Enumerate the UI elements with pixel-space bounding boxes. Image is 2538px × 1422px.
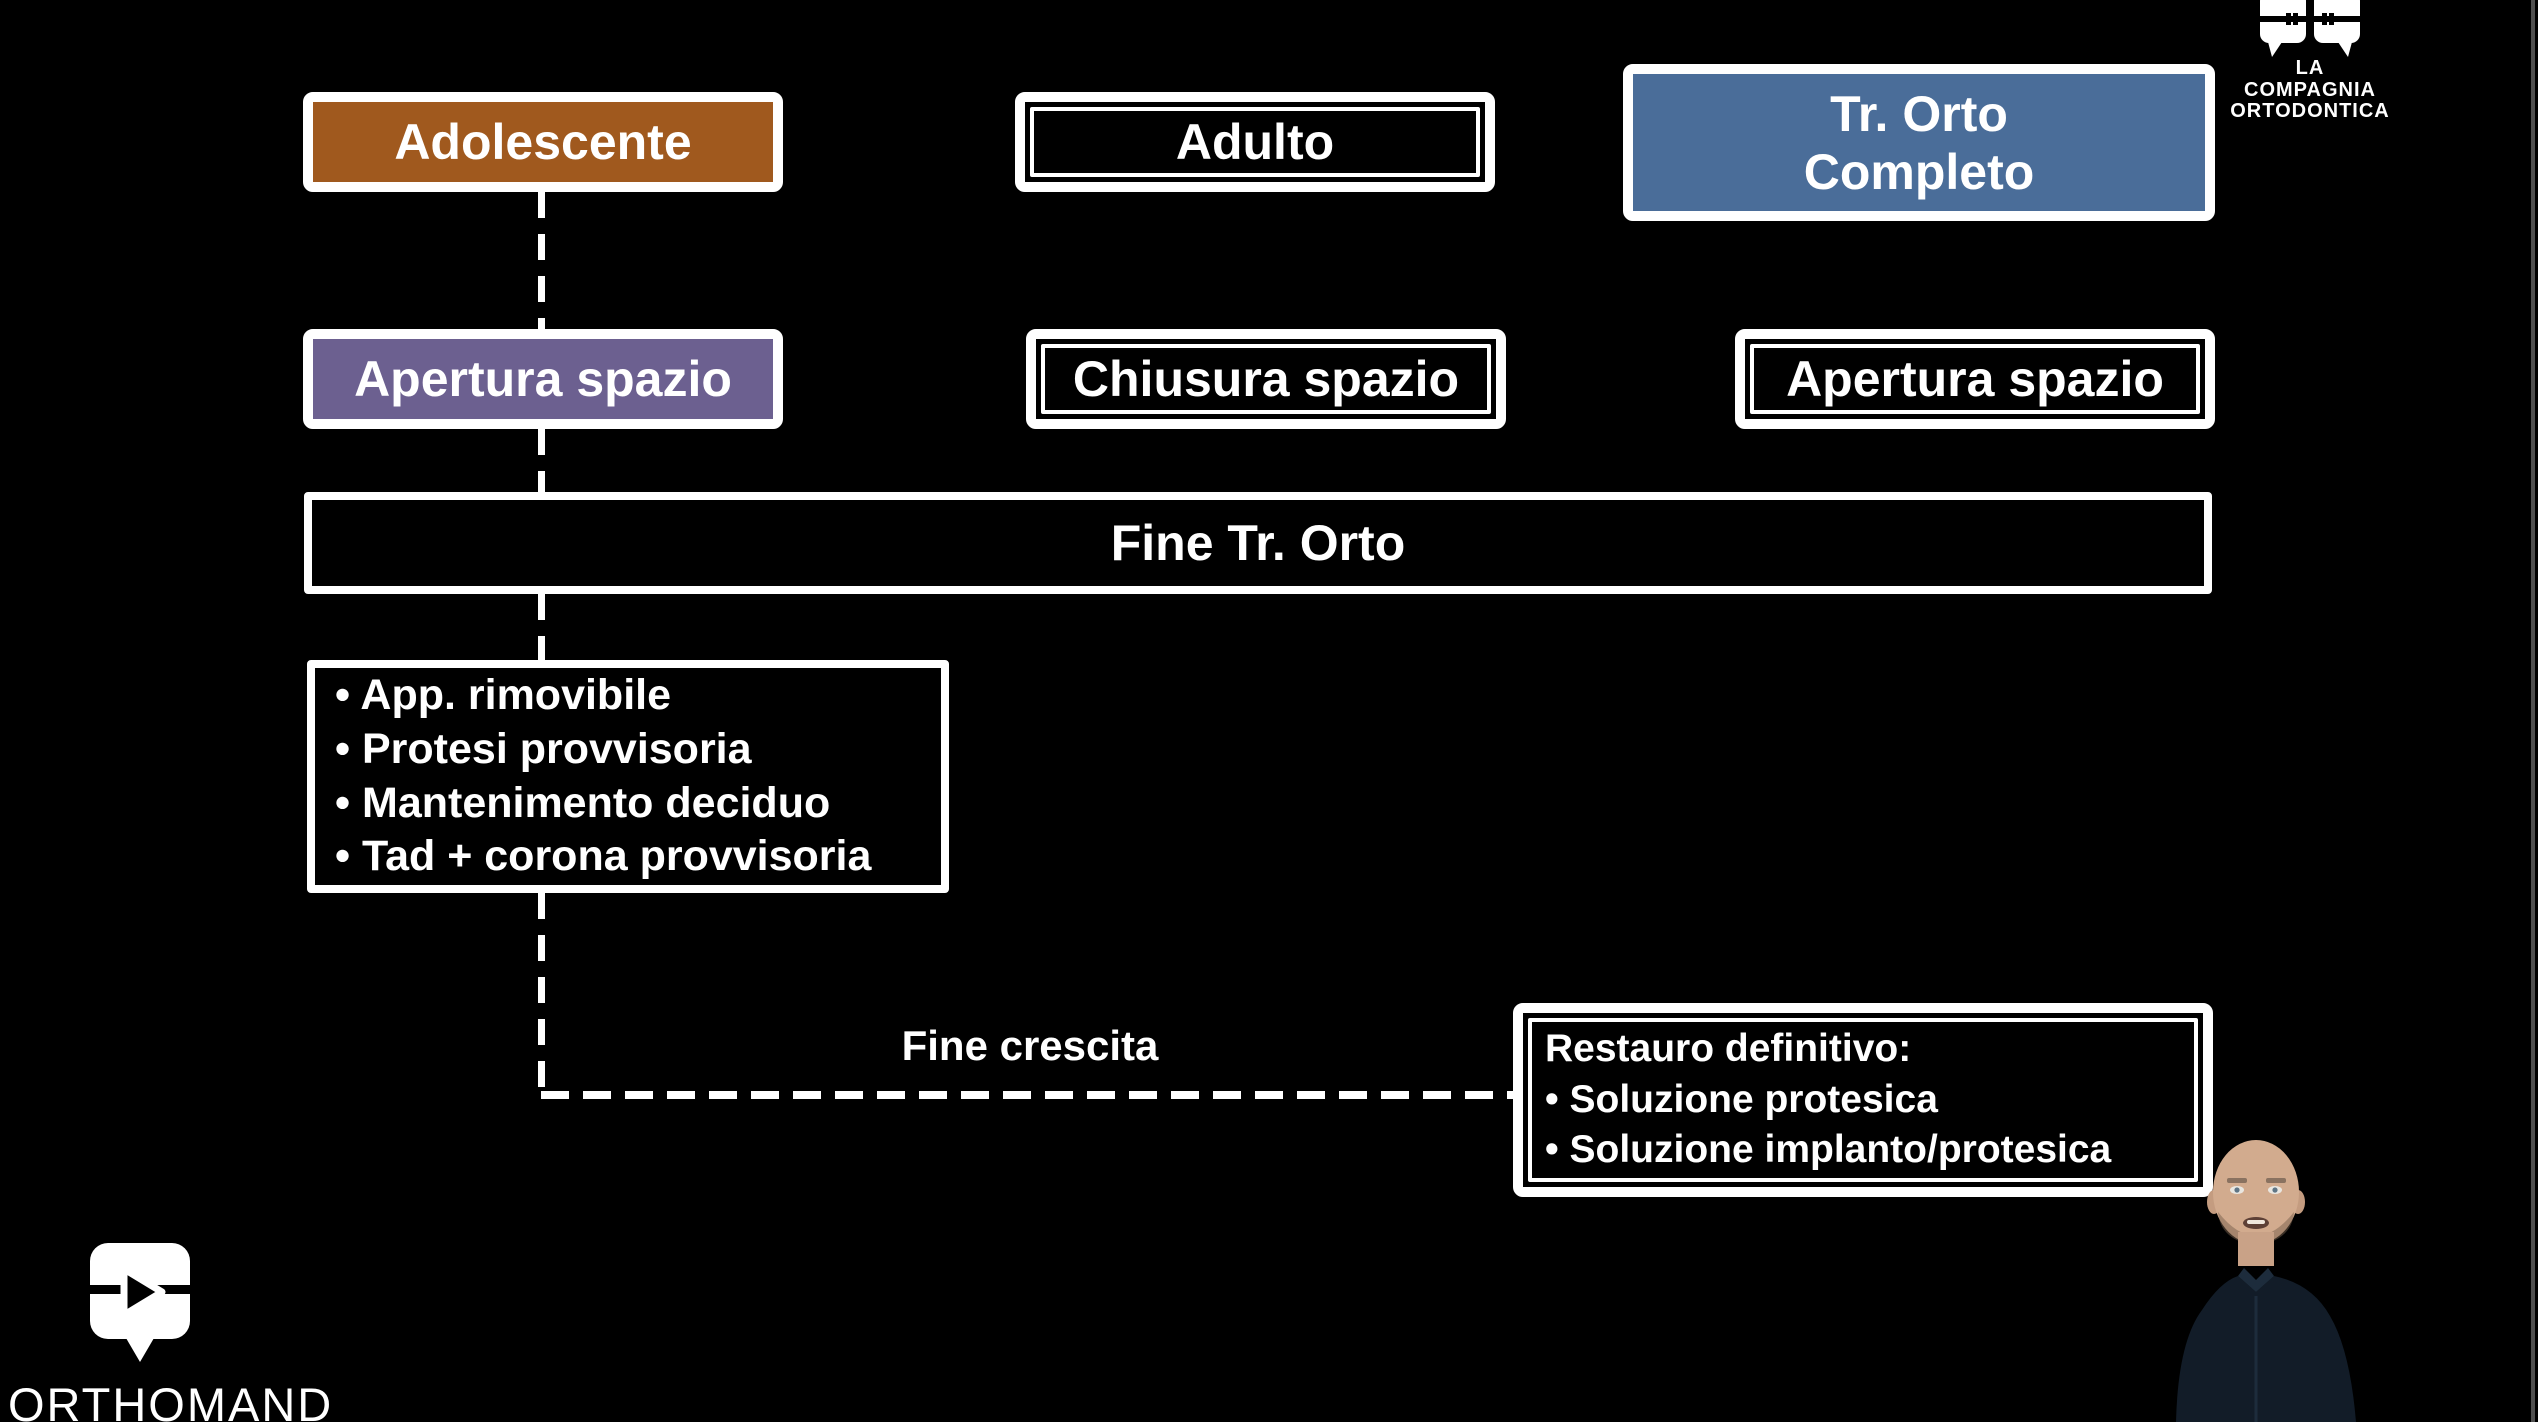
presenter-video bbox=[2176, 1140, 2356, 1422]
option-item: • Protesi provvisoria bbox=[335, 724, 752, 773]
connector-adolescente-apertura bbox=[538, 192, 545, 329]
orthomand-logo: ORTHOMAND bbox=[8, 1243, 334, 1422]
node-apertura-spazio-left: Apertura spazio bbox=[303, 329, 783, 429]
node-restauro-definitivo: Restauro definitivo: • Soluzione protesi… bbox=[1513, 1003, 2213, 1197]
node-adolescente: Adolescente bbox=[303, 92, 783, 192]
restauro-item: • Soluzione implanto/protesica bbox=[1545, 1128, 2112, 1172]
brand-line2: ORTODONTICA bbox=[2230, 100, 2390, 123]
node-tr-orto-completo: Tr. Orto Completo bbox=[1623, 64, 2215, 221]
connector-finebar-options bbox=[538, 594, 545, 660]
video-frame-edge bbox=[2531, 0, 2535, 1422]
option-item: • Tad + corona provvisoria bbox=[335, 832, 872, 881]
node-treatment-options: • App. rimovibile • Protesi provvisoria … bbox=[307, 660, 949, 893]
play-speech-bubble-icon bbox=[90, 1243, 190, 1362]
node-fine-tr-orto-label: Fine Tr. Orto bbox=[1110, 515, 1406, 571]
node-adulto-label: Adulto bbox=[1175, 114, 1335, 170]
brand-line1: LA COMPAGNIA bbox=[2244, 57, 2376, 101]
restauro-item: • Soluzione protesica bbox=[1545, 1077, 1938, 1121]
orthomand-wordmark: ORTHOMAND bbox=[8, 1378, 334, 1422]
node-adolescente-label: Adolescente bbox=[394, 114, 692, 170]
compagnia-ortodontica-logo: LA COMPAGNIA ORTODONTICA bbox=[2230, 0, 2390, 123]
node-apertura-spazio-right: Apertura spazio bbox=[1735, 329, 2215, 429]
node-adulto: Adulto bbox=[1015, 92, 1495, 192]
node-chiusura-spazio: Chiusura spazio bbox=[1026, 329, 1506, 429]
node-chiusura-spazio-label: Chiusura spazio bbox=[1072, 351, 1460, 407]
connector-horizontal-restauro bbox=[541, 1091, 1513, 1099]
node-tr-orto-completo-label: Tr. Orto Completo bbox=[1803, 85, 2035, 200]
connector-apertura-finebar bbox=[538, 429, 545, 492]
braces-speech-bubbles-icon bbox=[2260, 0, 2360, 57]
restauro-title: Restauro definitivo: bbox=[1545, 1026, 1912, 1070]
node-apertura-spazio-right-label: Apertura spazio bbox=[1786, 351, 2164, 407]
connector-options-down bbox=[538, 893, 545, 1095]
node-fine-tr-orto: Fine Tr. Orto bbox=[304, 492, 2212, 594]
node-apertura-spazio-left-label: Apertura spazio bbox=[354, 351, 732, 407]
fine-crescita-label: Fine crescita bbox=[901, 1022, 1159, 1069]
option-item: • Mantenimento deciduo bbox=[335, 778, 831, 827]
option-item: • App. rimovibile bbox=[335, 671, 672, 719]
